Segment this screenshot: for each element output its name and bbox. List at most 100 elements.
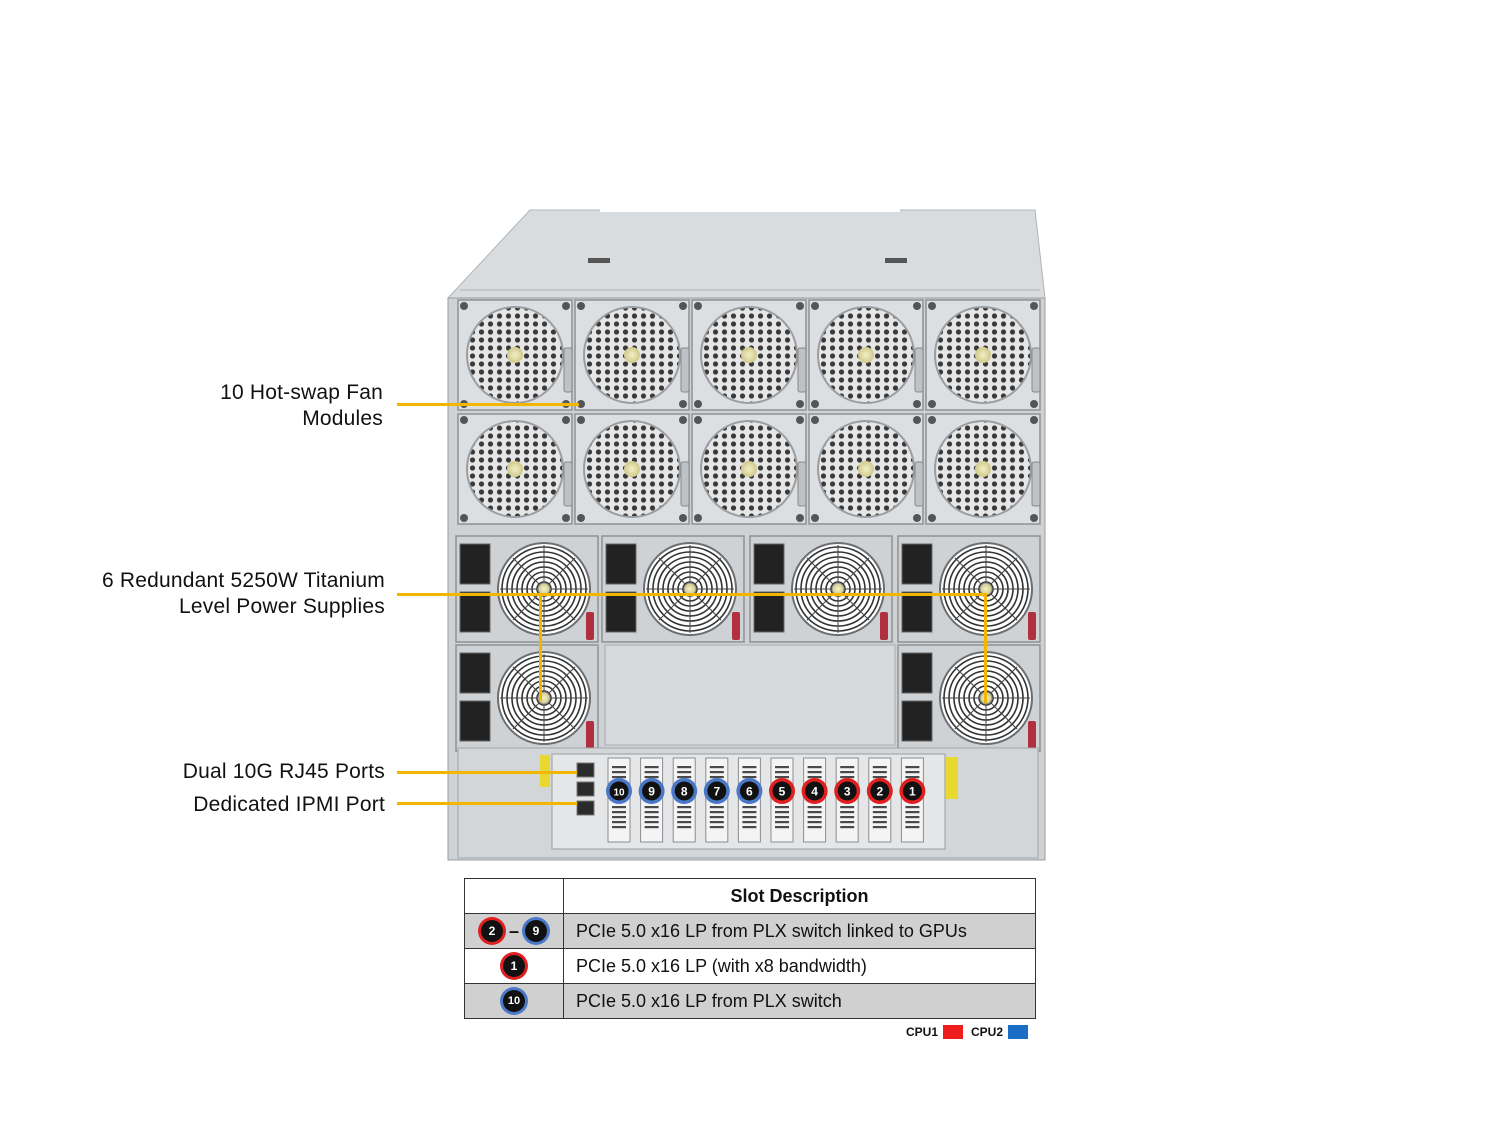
psu-leader-drop-left	[539, 593, 542, 701]
fan-handle	[563, 347, 573, 393]
fan-leader-line	[397, 403, 579, 406]
fan-module[interactable]	[808, 299, 924, 411]
fan-module[interactable]	[925, 299, 1041, 411]
pcie-slot[interactable]: 10	[606, 757, 632, 843]
power-supply[interactable]	[601, 535, 745, 643]
slot-number-label: 4	[811, 785, 818, 799]
power-inlet	[901, 700, 933, 742]
slot-number-badge: 9	[638, 778, 665, 804]
slot-badge-icon: 2	[480, 920, 503, 943]
fan-handle	[680, 461, 690, 507]
slot-number-label: 5	[779, 785, 786, 799]
psu-leader-line	[397, 593, 987, 596]
fan-module[interactable]	[808, 413, 924, 525]
slot-description-table: Slot Description 2–9 PCIe 5.0 x16 LP fro…	[464, 878, 1036, 1019]
table-corner-cell	[464, 878, 564, 914]
slot-number-label: 1	[909, 785, 916, 799]
fan-module[interactable]	[691, 413, 807, 525]
slot-icons: 10	[464, 983, 564, 1019]
pcie-slot[interactable]: 4	[801, 757, 828, 843]
cpu-legend: CPU1 CPU2	[906, 1025, 1029, 1039]
fan-callout-line1: 10 Hot-swap Fan	[220, 381, 383, 404]
slot-number-badge: 6	[736, 778, 763, 804]
table-row: 2–9 PCIe 5.0 x16 LP from PLX switch link…	[464, 913, 1036, 949]
legend-cpu1-label: CPU1	[906, 1025, 939, 1039]
legend-cpu2-swatch	[1008, 1025, 1029, 1039]
fan-callout-line2: Modules	[302, 407, 383, 430]
fan-module[interactable]	[457, 299, 573, 411]
pcie-slot[interactable]: 8	[671, 757, 698, 843]
fan-handle	[563, 461, 573, 507]
ipmi-leader-line	[397, 802, 577, 805]
slot-description: PCIe 5.0 x16 LP from PLX switch	[563, 983, 1036, 1019]
io-tab	[946, 757, 958, 799]
power-inlet	[459, 543, 491, 585]
psu-release-latch	[1028, 612, 1036, 640]
fan-module[interactable]	[574, 299, 690, 411]
slot-number-label: 8	[681, 785, 688, 799]
pcie-slots: 10 9 8 7 6 5 4 3 2 1	[606, 757, 926, 843]
psu-release-latch	[586, 612, 594, 640]
fan-handle	[1031, 461, 1041, 507]
power-inlet	[901, 591, 933, 633]
range-dash: –	[508, 920, 519, 941]
psu-release-latch	[880, 612, 888, 640]
psu-release-latch	[586, 721, 594, 749]
power-inlet	[901, 543, 933, 585]
rj45-port	[576, 762, 595, 778]
power-inlet	[901, 652, 933, 694]
slot-description: PCIe 5.0 x16 LP (with x8 bandwidth)	[563, 948, 1036, 984]
pcie-slot[interactable]: 7	[703, 757, 730, 843]
power-inlet	[605, 543, 637, 585]
slot-number-label: 6	[746, 785, 753, 799]
slot-number-badge: 5	[769, 778, 795, 804]
psu-callout-line1: 6 Redundant 5250W Titanium	[101, 569, 385, 592]
power-inlet	[459, 652, 491, 694]
table-row: 1 PCIe 5.0 x16 LP (with x8 bandwidth)	[464, 948, 1036, 984]
pcie-slot[interactable]: 3	[834, 757, 861, 843]
fan-handle	[1031, 347, 1041, 393]
slot-number-badge: 4	[801, 778, 828, 804]
fan-module[interactable]	[457, 413, 573, 525]
power-supply[interactable]	[897, 644, 1041, 752]
psu-callout-line2: Level Power Supplies	[179, 595, 385, 618]
fan-callout: 10 Hot-swap Fan Modules	[220, 380, 383, 432]
pcie-slot[interactable]: 5	[769, 757, 795, 843]
slot-badge-icon: 1	[503, 955, 525, 978]
table-row: 10 PCIe 5.0 x16 LP from PLX switch	[464, 983, 1036, 1019]
legend-cpu1-swatch	[943, 1025, 964, 1039]
pcie-slot[interactable]: 9	[638, 757, 665, 843]
power-supplies	[455, 535, 1041, 752]
ipmi-callout: Dedicated IPMI Port	[193, 793, 385, 816]
slot-number-badge: 10	[606, 778, 632, 804]
power-inlet	[459, 591, 491, 633]
power-supply[interactable]	[897, 535, 1041, 643]
fan-modules	[457, 299, 1041, 525]
fan-handle	[797, 347, 807, 393]
psu-release-latch	[732, 612, 740, 640]
slot-number-label: 10	[613, 788, 625, 799]
fan-module[interactable]	[574, 413, 690, 525]
power-inlet	[605, 591, 637, 633]
pcie-slot[interactable]: 6	[736, 757, 763, 843]
power-inlet	[753, 543, 785, 585]
fan-handle	[914, 347, 924, 393]
fan-module[interactable]	[925, 413, 1041, 525]
cover-latch	[885, 258, 907, 263]
pcie-slot[interactable]: 2	[866, 757, 893, 843]
top-cover	[446, 209, 1046, 299]
slot-number-label: 3	[844, 785, 851, 799]
power-supply[interactable]	[749, 535, 893, 643]
legend-cpu2-label: CPU2	[971, 1025, 1004, 1039]
power-supply[interactable]	[455, 535, 599, 643]
power-supply[interactable]	[455, 644, 599, 752]
cover-latch	[588, 258, 610, 263]
fan-handle	[680, 347, 690, 393]
slot-badge-icon: 9	[525, 920, 547, 943]
slot-icons: 1	[464, 948, 564, 984]
fan-module[interactable]	[691, 299, 807, 411]
pcie-slot[interactable]: 1	[899, 757, 926, 843]
rj45-port	[576, 781, 595, 797]
psu-blank	[604, 644, 896, 746]
